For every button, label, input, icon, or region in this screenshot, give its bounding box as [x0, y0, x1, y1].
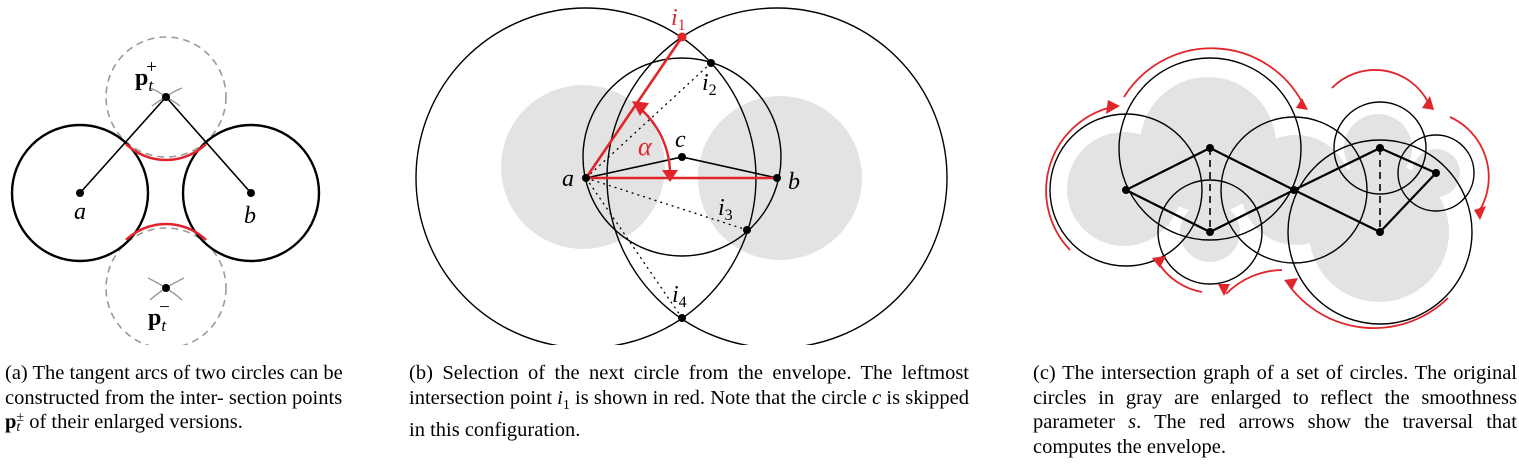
label-i3: i3: [718, 195, 733, 224]
figure-a-drawing: a b pt+ pt−: [10, 36, 321, 345]
line-a-ptplus: [79, 96, 167, 194]
point-i2: [707, 59, 715, 67]
point-c: [678, 153, 686, 161]
tangent-arc-bottom: [125, 222, 207, 241]
label-ptplus: pt+: [135, 57, 157, 95]
caption-a-prefix: (a) The tangent arcs of two circles can …: [5, 362, 343, 409]
caption-c: (c) The intersection graph of a set of c…: [1033, 361, 1517, 459]
graph-nodes: [1122, 144, 1440, 236]
dashed-circle-bottom: [105, 227, 227, 345]
label-b: b: [788, 169, 800, 195]
figure-b: a b c α i1 i2 i3 i4: [400, 0, 980, 345]
dashed-circle-top: [105, 36, 227, 158]
figure-c: [1030, 0, 1519, 345]
caption-a-suffix: of their enlarged versions.: [24, 411, 243, 433]
label-i2: i2: [702, 70, 717, 99]
label-alpha: α: [638, 132, 653, 161]
point-i3: [743, 226, 751, 234]
caption-b-sub: 1: [562, 397, 570, 413]
point-i4: [678, 314, 686, 322]
label-i1: i1: [671, 5, 686, 34]
label-b: b: [244, 203, 256, 229]
point-ptplus: [162, 93, 170, 101]
alpha-arrow-bottom: [662, 170, 678, 182]
caption-b-prefix: (b) Selection of the next circle from th…: [409, 362, 969, 409]
circle-b: [181, 123, 321, 263]
tangent-arc-top: [125, 143, 207, 162]
line-b-ptplus: [165, 96, 252, 194]
point-b: [247, 189, 255, 197]
red-line-a-i1: [584, 36, 684, 179]
figure-a: a b pt+ pt−: [0, 0, 340, 345]
caption-b-i: i: [557, 386, 563, 409]
caption-c-suffix: . The red arrows show the traversal that…: [1033, 411, 1517, 458]
caption-b-c: c: [872, 386, 882, 409]
alpha-arrow-top: [632, 101, 649, 116]
caption-a-supsub: ±t: [16, 410, 25, 435]
dotted-a-i2: [585, 62, 712, 179]
caption-c-s: s: [1128, 411, 1137, 433]
caption-b: (b) Selection of the next circle from th…: [409, 361, 969, 443]
caption-b-suffix: is skipped in this configuration.: [409, 386, 969, 442]
point-i1: [677, 32, 687, 42]
figure-b-drawing: a b c α i1 i2 i3 i4: [415, 5, 948, 345]
caption-a: (a) The tangent arcs of two circles can …: [5, 361, 350, 435]
mid-circle-c: [582, 57, 782, 257]
dotted-a-i3: [585, 177, 748, 231]
label-c: c: [675, 127, 686, 153]
label-ptminus: pt−: [148, 297, 170, 335]
circle-a: [10, 123, 150, 263]
label-a: a: [74, 199, 86, 225]
label-a: a: [562, 166, 574, 192]
label-i4: i4: [672, 282, 687, 311]
caption-c-prefix: (c) The intersection graph of a set of c…: [1033, 362, 1517, 433]
traversal-arrowheads: [1106, 96, 1486, 296]
caption-b-mid: is shown in red. Note that the circle: [569, 386, 873, 409]
dotted-a-i4: [585, 177, 683, 319]
point-a: [582, 174, 590, 182]
point-b: [773, 174, 781, 182]
figure-c-drawing: [1045, 47, 1490, 329]
point-ptminus: [162, 284, 170, 292]
point-a: [76, 189, 84, 197]
enlarged-circles: [1049, 57, 1475, 325]
caption-a-p: p: [5, 411, 17, 433]
